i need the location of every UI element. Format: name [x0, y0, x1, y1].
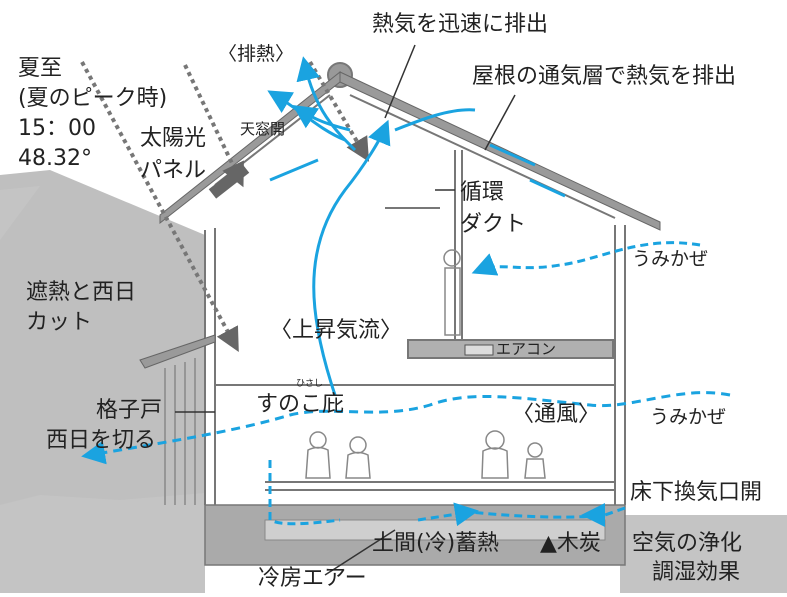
earth-floor-label: 土間(冷)蓄熱 — [372, 531, 500, 556]
roof-vent-layer-label: 屋根の通気層で熱気を排出 — [472, 64, 737, 89]
air-purification-label: 空気の浄化 — [632, 531, 743, 556]
aircon-label: エアコン — [496, 340, 557, 358]
earth-floor — [264, 519, 606, 541]
exhaust-heat-label: 〈排熱〉 — [218, 43, 295, 65]
hot-air-exhaust-label: 熱気を迅速に排出 — [372, 12, 549, 37]
roof-inner-right — [349, 94, 616, 219]
summer-solstice-title: 夏至 — [18, 56, 63, 81]
sunoko-eaves-label: すのこ庇 — [256, 392, 345, 417]
circulation-duct-line2: ダクト — [460, 212, 527, 237]
shadow-fade — [0, 186, 40, 240]
summer-solstice-time: 15：00 — [18, 116, 96, 141]
eaves-ruby: ひさし — [296, 379, 324, 389]
airflow-arrows — [81, 56, 731, 527]
lattice-door-label: 格子戸 — [96, 398, 163, 423]
shade-label-line1: 遮熱と西日 — [26, 280, 137, 305]
skylight-label: 天窓開 — [240, 120, 286, 138]
summer-solstice-subtitle: (夏のピーク時) — [18, 86, 168, 111]
charcoal-label: ▲木炭 — [540, 531, 601, 556]
updraft-label: 〈上昇気流〉 — [270, 318, 403, 343]
shade-label-line2: カット — [26, 310, 93, 335]
aircon-unit — [464, 344, 494, 356]
sea-breeze-lower-label: うみかぜ — [650, 406, 727, 428]
cooling-air-label: 冷房エアー — [258, 566, 367, 591]
summer-solstice-angle: 48.32° — [18, 146, 92, 171]
humidity-control-label: 調湿効果 — [652, 560, 741, 585]
cut-west-sun-label: 西日を切る — [46, 428, 157, 453]
house-structure — [204, 62, 626, 505]
ground-right — [620, 515, 787, 593]
ground — [0, 493, 205, 593]
solar-panel-label-line2: パネル — [140, 158, 207, 183]
solar-panel-label-line1: 太陽光 — [140, 126, 207, 151]
lower-eaves — [139, 334, 216, 369]
ventilation-label: 〈通風〉 — [512, 402, 601, 427]
shadow-region — [0, 170, 205, 545]
underfloor-vent-label: 床下換気口開 — [630, 480, 763, 505]
circulation-duct-line1: 循環 — [460, 180, 505, 205]
people — [305, 249, 546, 479]
sea-breeze-upper-label: うみかぜ — [632, 248, 709, 270]
leader-lines — [175, 44, 516, 576]
